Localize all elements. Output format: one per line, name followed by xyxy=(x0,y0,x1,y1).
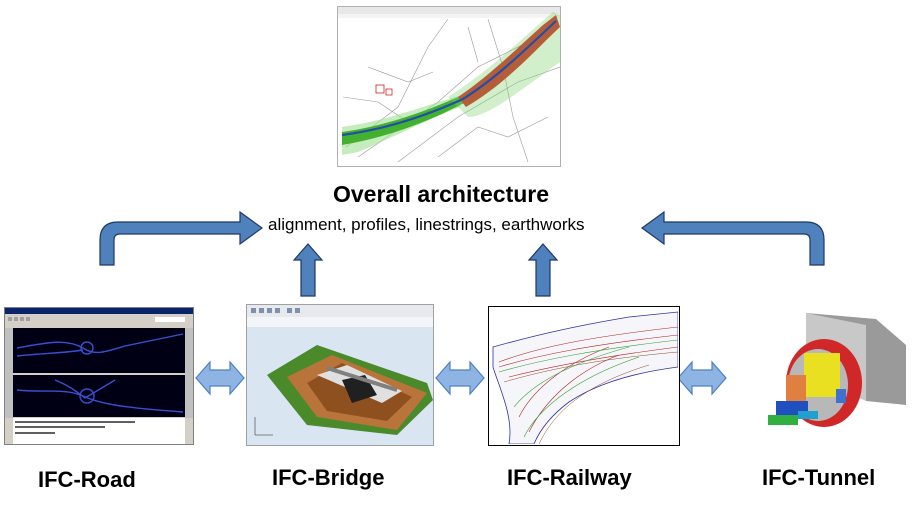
domain-label-bridge: IFC-Bridge xyxy=(272,465,385,490)
bridge-railway-double-arrow xyxy=(435,360,485,396)
road-bridge-double-arrow xyxy=(195,360,245,396)
architecture-title: Overall architecture xyxy=(333,181,550,207)
tunnel-to-architecture-arrow xyxy=(640,210,825,266)
domain-label-tunnel: IFC-Tunnel xyxy=(762,465,876,490)
domain-label-road: IFC-Road xyxy=(38,467,136,492)
road-to-architecture-arrow xyxy=(99,210,264,266)
tunnel-model xyxy=(746,305,916,445)
railway-tunnel-double-arrow xyxy=(677,360,727,396)
bridge-screenshot xyxy=(246,304,434,446)
railway-to-architecture-arrow xyxy=(527,243,559,297)
railway-screenshot xyxy=(488,306,680,446)
bridge-to-architecture-arrow xyxy=(292,243,324,297)
domain-label-railway: IFC-Railway xyxy=(507,465,632,490)
overall-architecture-map xyxy=(337,6,561,167)
road-screenshot xyxy=(4,307,194,445)
architecture-subtitle: alignment, profiles, linestrings, earthw… xyxy=(268,215,585,234)
